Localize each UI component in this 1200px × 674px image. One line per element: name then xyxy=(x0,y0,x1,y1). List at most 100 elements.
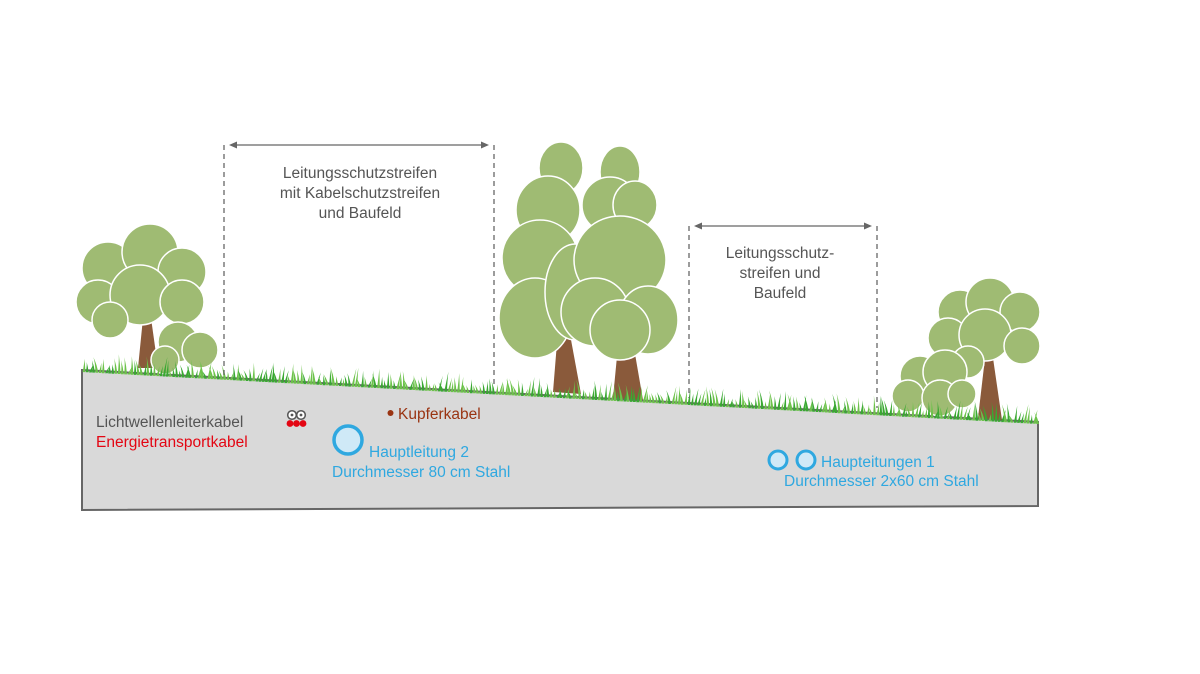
grass-blade xyxy=(632,387,636,402)
grass-blade xyxy=(229,373,234,381)
grass-blade xyxy=(962,406,968,420)
grass-blade xyxy=(666,390,671,404)
grass-blade xyxy=(165,359,169,377)
grass-blade xyxy=(226,371,230,380)
grass-blade xyxy=(655,394,659,404)
grass-blade xyxy=(850,403,854,414)
grass-blade xyxy=(610,391,614,401)
grass-blade xyxy=(138,362,143,376)
grass-blade xyxy=(469,379,473,394)
grass-blade xyxy=(284,370,289,384)
grass-blade xyxy=(566,389,572,399)
grass-blade xyxy=(777,393,781,410)
grass-blade xyxy=(517,379,521,396)
grass-blade xyxy=(370,370,374,388)
grass-blade xyxy=(674,390,678,405)
power-cable-symbol-icon xyxy=(286,420,307,427)
label-copper-cable: Kupferkabel xyxy=(398,406,481,423)
grass-blade xyxy=(588,391,591,400)
grass-blade xyxy=(383,379,387,389)
grass-blade xyxy=(347,373,351,387)
dimension-arrow-right xyxy=(694,222,872,230)
grass-blade xyxy=(700,389,706,406)
label-strip-right: Leitungsschutz- streifen und Baufeld xyxy=(726,245,835,302)
grass-blade xyxy=(322,374,326,386)
grass-blade xyxy=(277,368,281,383)
grass-blade xyxy=(703,397,707,406)
grass-blade xyxy=(444,371,449,392)
grass-blade xyxy=(252,362,255,382)
grass-blade xyxy=(335,376,339,386)
label-main-line-2-title: Hauptleitung 2 xyxy=(369,444,469,461)
grass-blade xyxy=(124,357,127,375)
grass-blade xyxy=(237,369,243,381)
grass-blade xyxy=(233,363,236,381)
grass-blade xyxy=(759,389,764,409)
grass-blade xyxy=(906,406,911,417)
grass-blade xyxy=(201,370,207,379)
grass-blade xyxy=(773,396,777,410)
grass-blade xyxy=(783,391,787,411)
grass-blade xyxy=(341,378,345,387)
grass-blade xyxy=(979,407,985,421)
grass-blade xyxy=(636,385,641,403)
grass-blade xyxy=(474,384,479,394)
grass-blade xyxy=(1020,412,1025,424)
grass-blade xyxy=(769,390,774,410)
grass-blade xyxy=(417,379,422,391)
grass-blade xyxy=(412,375,415,390)
grass-blade xyxy=(153,363,156,376)
grass-blade xyxy=(764,401,767,410)
grass-blade xyxy=(824,397,828,413)
grass-blade xyxy=(243,370,249,381)
tree-center-right-icon xyxy=(560,145,679,400)
grass-blade xyxy=(722,393,726,407)
grass-blade xyxy=(309,365,313,385)
grass-blade xyxy=(509,378,515,396)
grass-blade xyxy=(489,378,492,395)
grass-blade xyxy=(491,381,495,395)
grass-blade xyxy=(811,397,815,412)
grass-blade xyxy=(946,410,950,420)
grass-blade xyxy=(399,371,403,390)
strip-left-line-3: und Baufeld xyxy=(319,205,402,222)
grass-blade xyxy=(311,366,316,385)
grass-blade xyxy=(684,389,687,405)
grass-blade xyxy=(249,368,252,382)
grass-blade xyxy=(965,407,971,421)
grass-blade xyxy=(889,400,893,416)
grass-blade xyxy=(330,367,335,386)
grass-blade xyxy=(409,378,415,390)
grass-blade xyxy=(604,383,607,401)
grass-blade xyxy=(393,380,396,389)
grass-blade xyxy=(431,384,435,392)
dashed-boundaries xyxy=(223,145,878,408)
grass-blade xyxy=(143,363,147,376)
grass-blade xyxy=(364,376,367,388)
grass-blade xyxy=(873,395,876,416)
grass-blade xyxy=(425,375,428,391)
grass-blade xyxy=(546,382,550,398)
grass-blade xyxy=(438,382,444,392)
grass-blade xyxy=(897,404,902,417)
grass-blade xyxy=(994,402,998,422)
grass-blade xyxy=(731,400,735,408)
grass-blade xyxy=(356,379,361,388)
grass-blade xyxy=(302,372,307,385)
grass-blade xyxy=(111,364,115,374)
grass-blade xyxy=(857,397,860,415)
grass-blade xyxy=(921,410,924,418)
grass-blade xyxy=(338,377,342,386)
grass-blade xyxy=(281,366,285,383)
grass-blade xyxy=(780,401,784,411)
grass-blade xyxy=(437,375,443,392)
grass-blade xyxy=(89,364,94,373)
grass-blade xyxy=(530,376,535,397)
grass-blade xyxy=(240,372,246,381)
grass-blade xyxy=(804,395,809,412)
grass-blade xyxy=(607,381,612,401)
grass-blade xyxy=(786,394,792,411)
grass-blade xyxy=(361,370,364,388)
grass-blade xyxy=(414,377,419,391)
grass-blade xyxy=(953,406,957,420)
